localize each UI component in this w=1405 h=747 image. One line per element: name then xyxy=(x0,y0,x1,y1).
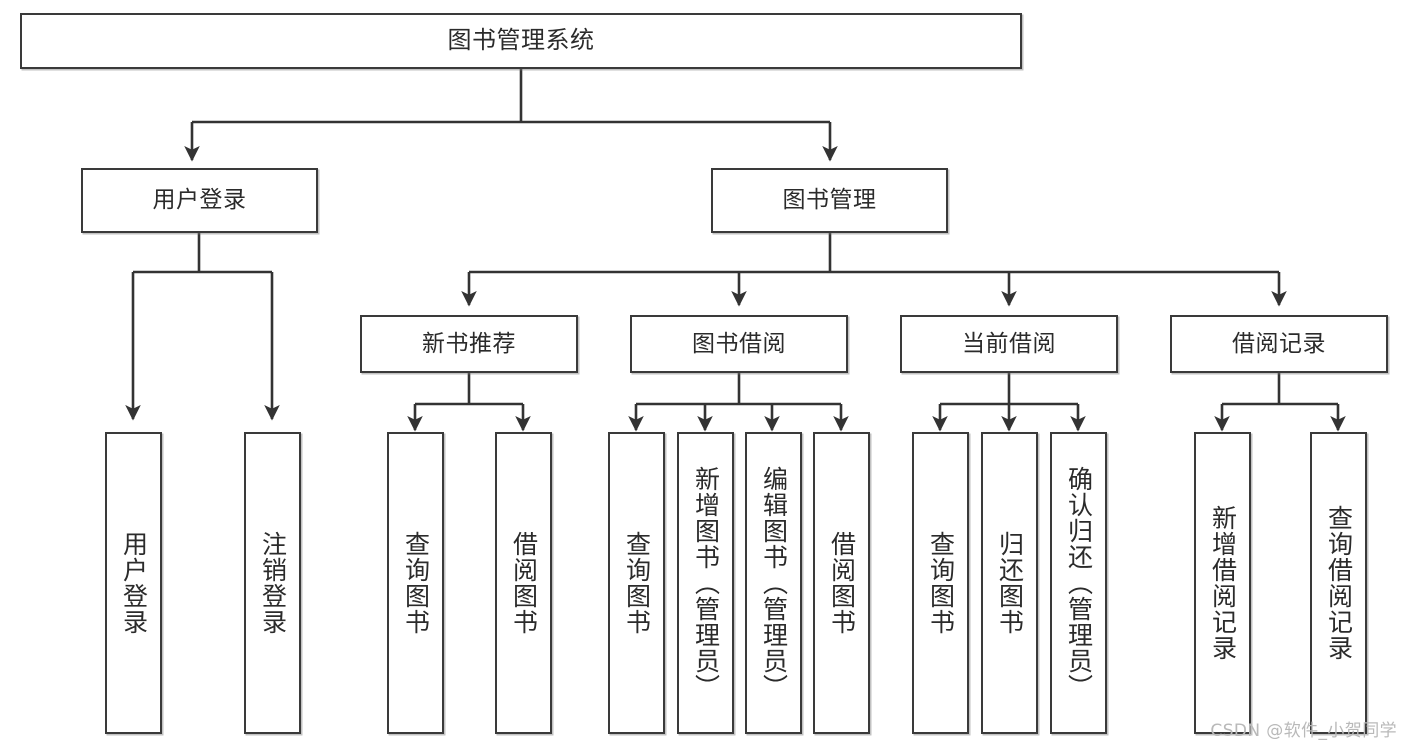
node-root-label: 图书管理系统 xyxy=(447,26,595,55)
node-leaf-user-login-label: 用户登录 xyxy=(119,531,149,635)
node-leaf-borrow-book-2[interactable]: 借阅图书 xyxy=(813,432,870,734)
node-leaf-query-record-label: 查询借阅记录 xyxy=(1324,505,1354,661)
node-new-book-rec[interactable]: 新书推荐 xyxy=(360,315,578,373)
node-current-borrow-label: 当前借阅 xyxy=(962,330,1056,357)
node-book-manage-label: 图书管理 xyxy=(782,187,877,214)
node-leaf-add-book[interactable]: 新增图书（管理员） xyxy=(677,432,734,734)
node-leaf-user-logout[interactable]: 注销登录 xyxy=(244,432,301,734)
node-leaf-add-record[interactable]: 新增借阅记录 xyxy=(1194,432,1251,734)
node-leaf-return-book[interactable]: 归还图书 xyxy=(981,432,1038,734)
node-current-borrow[interactable]: 当前借阅 xyxy=(900,315,1118,373)
node-leaf-query-book-3-label: 查询图书 xyxy=(926,531,956,635)
node-leaf-confirm-return[interactable]: 确认归还（管理员） xyxy=(1050,432,1107,734)
node-user-login-label: 用户登录 xyxy=(152,187,247,214)
edge-group-root xyxy=(184,69,838,162)
edge-group-book-manage xyxy=(461,233,1287,307)
node-leaf-user-logout-label: 注销登录 xyxy=(258,531,288,635)
node-leaf-query-book-2-label: 查询图书 xyxy=(622,531,652,635)
node-book-borrow-label: 图书借阅 xyxy=(692,330,786,357)
node-user-login[interactable]: 用户登录 xyxy=(81,168,318,233)
node-leaf-query-record[interactable]: 查询借阅记录 xyxy=(1310,432,1367,734)
edge-group-user-login xyxy=(125,233,280,421)
edge-group-current-borrow xyxy=(932,373,1086,432)
node-borrow-record-label: 借阅记录 xyxy=(1232,330,1326,357)
node-leaf-borrow-book-2-label: 借阅图书 xyxy=(827,531,857,635)
node-leaf-return-book-label: 归还图书 xyxy=(995,531,1025,635)
node-leaf-query-book-2[interactable]: 查询图书 xyxy=(608,432,665,734)
node-leaf-borrow-book-1[interactable]: 借阅图书 xyxy=(495,432,552,734)
node-leaf-add-book-label: 新增图书（管理员） xyxy=(691,466,721,700)
node-leaf-query-book-1-label: 查询图书 xyxy=(401,531,431,635)
node-root[interactable]: 图书管理系统 xyxy=(20,13,1022,69)
edge-group-book-borrow xyxy=(628,373,849,432)
edge-group-borrow-record xyxy=(1214,373,1346,432)
node-leaf-edit-book[interactable]: 编辑图书（管理员） xyxy=(745,432,802,734)
node-leaf-user-login[interactable]: 用户登录 xyxy=(105,432,162,734)
csdn-watermark: CSDN @软件_小贺同学 xyxy=(1210,721,1397,741)
node-leaf-borrow-book-1-label: 借阅图书 xyxy=(509,531,539,635)
node-borrow-record[interactable]: 借阅记录 xyxy=(1170,315,1388,373)
edge-group-new-book-rec xyxy=(407,373,531,432)
node-leaf-query-book-1[interactable]: 查询图书 xyxy=(387,432,444,734)
node-book-borrow[interactable]: 图书借阅 xyxy=(630,315,848,373)
node-leaf-query-book-3[interactable]: 查询图书 xyxy=(912,432,969,734)
node-leaf-confirm-return-label: 确认归还（管理员） xyxy=(1064,466,1094,700)
node-leaf-add-record-label: 新增借阅记录 xyxy=(1208,505,1238,661)
node-book-manage[interactable]: 图书管理 xyxy=(711,168,948,233)
node-new-book-rec-label: 新书推荐 xyxy=(422,330,516,357)
node-leaf-edit-book-label: 编辑图书（管理员） xyxy=(759,466,789,700)
